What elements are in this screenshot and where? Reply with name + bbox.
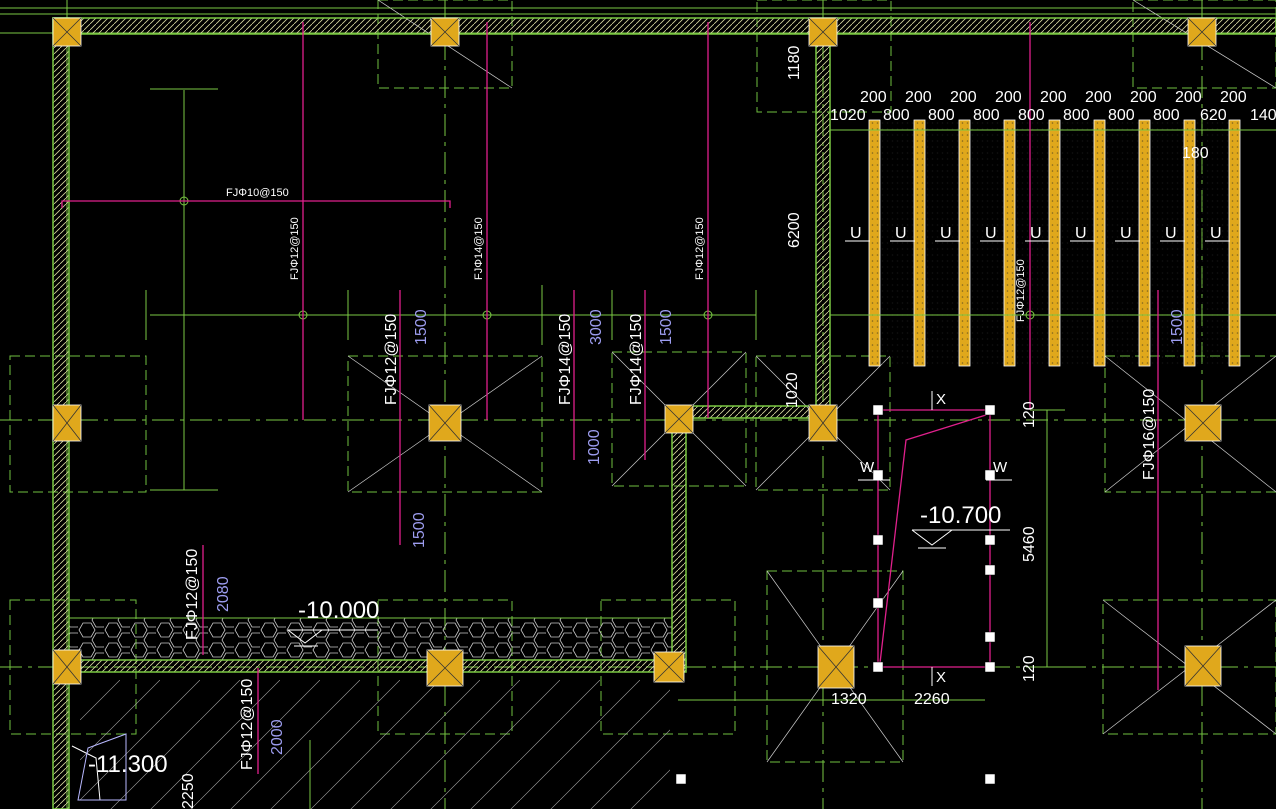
top-dim-r2-6: 800 [1108, 107, 1135, 124]
dim-2260: 2260 [914, 691, 950, 708]
rebar-label-v1: FJΦ12@150 [289, 217, 301, 280]
rebar-label-mid3: FJΦ14@150 [628, 314, 645, 405]
dim-1500a: 1500 [413, 309, 430, 345]
u-mark-6: U [1120, 225, 1132, 242]
u-mark-0: U [850, 225, 862, 242]
dim-1500c: 1500 [1169, 309, 1186, 345]
rebar-label-right-lower: FJΦ16@150 [1141, 389, 1158, 480]
elevation-1: -10.700 [920, 502, 1001, 529]
top-dim-r2-0: 1020 [830, 107, 866, 124]
rebar-label-bottom1: FJΦ12@150 [184, 549, 201, 640]
dim-6200: 6200 [786, 212, 803, 248]
top-dim-r1-2: 200 [950, 89, 977, 106]
elevation-text: -10.700 -10.000 -11.300 [88, 502, 1001, 778]
dim-180: 180 [1182, 145, 1209, 162]
u-mark-8: U [1210, 225, 1222, 242]
top-dim-r1-1: 200 [905, 89, 932, 106]
top-dim-r1-5: 200 [1085, 89, 1112, 106]
dim-3000: 3000 [588, 309, 605, 345]
elevation-2: -10.000 [298, 597, 379, 624]
dimension-text-lavender: 1500 3000 1500 1500 1000 1500 2080 2000 [215, 309, 1186, 755]
rebar-label-mid1: FJΦ12@150 [383, 314, 400, 405]
top-dim-r1-0: 200 [860, 89, 887, 106]
dim-120a: 120 [1021, 401, 1038, 428]
rebar-label-mid2: FJΦ14@150 [557, 314, 574, 405]
dim-1500b: 1500 [658, 309, 675, 345]
top-dim-r2-4: 800 [1018, 107, 1045, 124]
dim-2250: 2250 [180, 773, 197, 809]
u-mark-3: U [985, 225, 997, 242]
top-dim-r2-5: 800 [1063, 107, 1090, 124]
section-mark-lines [858, 391, 1012, 686]
dim-2000: 2000 [269, 719, 286, 755]
green-dimension-lines [145, 88, 1276, 809]
top-dim-r1-7: 200 [1175, 89, 1202, 106]
rebar-label-bottom2: FJΦ12@150 [239, 679, 256, 770]
rebar-label-v3: FJΦ12@150 [694, 217, 706, 280]
section-x-bottom: X [936, 669, 946, 686]
dim-1320: 1320 [831, 691, 867, 708]
top-dim-r2-7: 800 [1153, 107, 1180, 124]
top-dimension-row2: 1020 800 800 800 800 800 800 800 620 140 [830, 107, 1276, 124]
top-dim-r2-2: 800 [928, 107, 955, 124]
strip-dot-overlay [869, 120, 1240, 366]
section-mark-text: X X W W [860, 391, 1008, 686]
top-dim-r1-6: 200 [1130, 89, 1157, 106]
top-dim-r2-1: 800 [883, 107, 910, 124]
top-dimension-row1: 200 200 200 200 200 200 200 200 200 [860, 89, 1247, 106]
elevation-3: -11.300 [88, 751, 168, 778]
top-dim-r1-8: 200 [1220, 89, 1247, 106]
top-dim-r1-4: 200 [1040, 89, 1067, 106]
elevation-symbols [71, 529, 1010, 801]
dim-120b: 120 [1021, 655, 1038, 682]
u-mark-text: U U U U U U U U U [850, 225, 1222, 242]
slope-hatch-region [80, 680, 670, 809]
dimension-text-white: 2250 1180 6200 1020 120 5460 120 1320 22… [180, 45, 1209, 809]
rebar-text-large: FJΦ12@150 FJΦ14@150 FJΦ14@150 FJΦ16@150 … [184, 314, 1158, 770]
rebar-label-right-upper: FJΦ12@150 [1015, 259, 1027, 322]
u-mark-4: U [1030, 225, 1042, 242]
dim-1180: 1180 [786, 45, 803, 80]
u-mark-5: U [1075, 225, 1087, 242]
columns [52, 17, 1222, 689]
u-mark-2: U [940, 225, 952, 242]
section-w-right: W [993, 459, 1008, 476]
top-dim-r2-3: 800 [973, 107, 1000, 124]
pit-markers [675, 404, 996, 785]
section-x-top: X [936, 391, 946, 408]
top-dim-r2-8: 620 [1200, 107, 1227, 124]
section-w-left: W [860, 459, 875, 476]
top-dim-r2-9: 140 [1250, 107, 1276, 124]
dim-5460: 5460 [1021, 526, 1038, 562]
rebar-text: FJΦ10@150 FJΦ12@150 FJΦ14@150 FJΦ12@150 … [226, 187, 1027, 322]
top-dim-r1-3: 200 [995, 89, 1022, 106]
rebar-label-top: FJΦ10@150 [226, 187, 289, 199]
u-mark-7: U [1165, 225, 1177, 242]
dim-2080: 2080 [215, 576, 232, 612]
dim-1500d: 1500 [411, 512, 428, 548]
rebar-label-v2: FJΦ14@150 [473, 217, 485, 280]
dim-1020: 1020 [784, 372, 801, 408]
dim-1000: 1000 [586, 429, 603, 465]
u-mark-1: U [895, 225, 907, 242]
